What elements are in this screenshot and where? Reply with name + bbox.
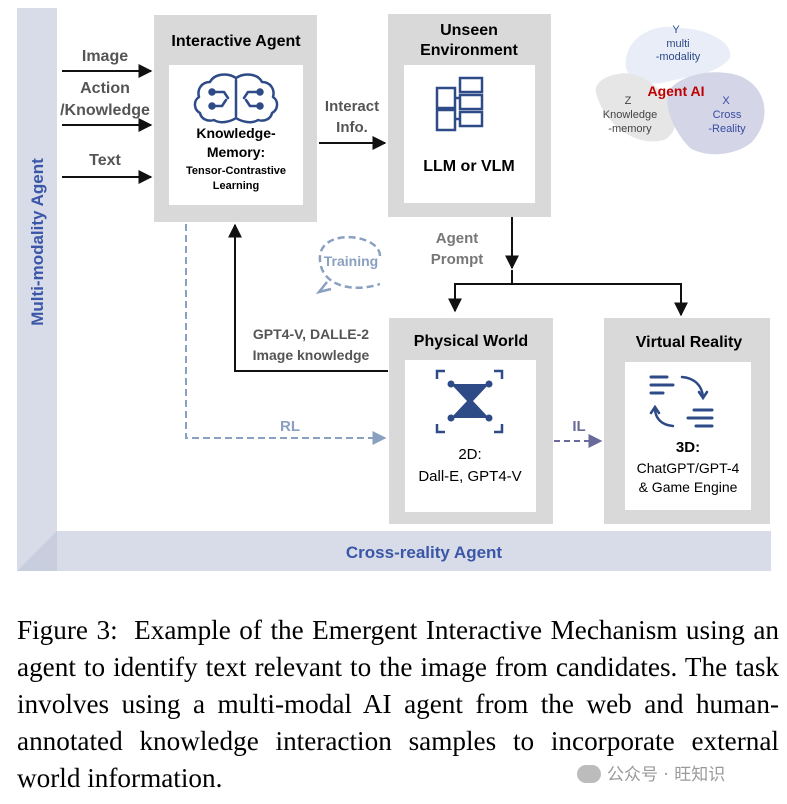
il-label: IL <box>572 418 585 435</box>
gpt-knowledge-label-2: Image knowledge <box>253 347 370 363</box>
venn-y-letter: Y <box>672 24 680 36</box>
figure-caption: Figure 3: Example of the Emergent Intera… <box>17 612 779 797</box>
input-action-label-2: /Knowledge <box>60 102 150 119</box>
agent-prompt-label-1: Agent <box>436 230 479 247</box>
agent-ai-venn: Y multi -modality Agent AI Z Knowledge -… <box>595 24 765 155</box>
agent-prompt-label-2: Prompt <box>431 251 484 268</box>
physical-world-inner-1: 2D: <box>458 446 481 463</box>
caption-text: Example of the Emergent Interactive Mech… <box>17 615 780 793</box>
rl-arrow <box>185 224 387 445</box>
virtual-reality-inner-1: 3D: <box>676 439 700 456</box>
venn-x-letter: X <box>722 95 730 107</box>
unseen-environment-inner: LLM or VLM <box>423 158 515 175</box>
physical-world-inner-2: Dall-E, GPT4-V <box>418 468 521 485</box>
input-action-label-1: Action <box>80 80 130 97</box>
unseen-environment-title-1: Unseen <box>440 22 498 39</box>
venn-x-line2: -Reality <box>708 123 746 135</box>
physical-world-box: Physical World 2D: Dall-E, GPT4-V <box>389 318 553 524</box>
bottom-band-label: Cross-reality Agent <box>346 543 503 562</box>
virtual-reality-icon <box>649 375 714 428</box>
prompt-to-physical-arrow <box>448 270 513 313</box>
venn-y-line2: -modality <box>656 51 701 63</box>
watermark-text: 公众号 · 旺知识 <box>607 765 726 785</box>
venn-z-letter: Z <box>625 95 632 107</box>
unseen-environment-title-2: Environment <box>420 42 518 59</box>
physical-world-title: Physical World <box>414 333 528 350</box>
interactive-agent-inner-3: Tensor-Contrastive <box>186 165 286 177</box>
venn-x-line1: Cross <box>713 109 742 121</box>
interact-info-label-2: Info. <box>336 119 368 136</box>
venn-z-line1: Knowledge <box>603 109 657 121</box>
venn-z-line2: -memory <box>608 123 652 135</box>
left-band-label: Multi-modality Agent <box>28 158 47 326</box>
interactive-agent-title: Interactive Agent <box>171 33 301 50</box>
interact-info-label-1: Interact <box>325 98 379 115</box>
venn-y-line1: multi <box>666 38 689 50</box>
environment-icon <box>435 76 484 132</box>
prompt-to-virtual-arrow <box>512 283 688 317</box>
virtual-reality-inner-3: & Game Engine <box>639 479 738 495</box>
rl-label: RL <box>280 418 300 435</box>
watermark: 公众号 · 旺知识 <box>577 760 725 785</box>
virtual-reality-inner-2: ChatGPT/GPT-4 <box>637 460 740 476</box>
gpt-knowledge-label-1: GPT4-V, DALLE-2 <box>253 326 369 342</box>
training-label: Training <box>324 253 378 269</box>
physical-world-icon <box>435 369 504 434</box>
unseen-environment-box: Unseen Environment LLM or VLM <box>388 14 551 217</box>
caption-label: Figure 3: <box>17 615 118 645</box>
virtual-reality-title: Virtual Reality <box>636 334 743 351</box>
input-image-label: Image <box>82 48 128 65</box>
interactive-agent-inner-1: Knowledge- <box>196 125 276 141</box>
diagram: Multi-modality Agent Cross-reality Agent… <box>17 8 771 571</box>
input-text-label: Text <box>89 152 121 169</box>
venn-center-label: Agent AI <box>647 83 704 99</box>
virtual-reality-box: Virtual Reality 3D: ChatGPT/GPT-4 & Game… <box>604 318 770 524</box>
interactive-agent-box: Interactive Agent Knowledge- Memory: Ten… <box>154 15 317 222</box>
feedback-arrow <box>228 223 388 372</box>
brain-icon <box>193 73 279 124</box>
training-loop <box>318 235 382 289</box>
wechat-icon <box>577 765 601 783</box>
interactive-agent-inner-4: Learning <box>213 180 259 192</box>
interactive-agent-inner-2: Memory: <box>207 144 265 160</box>
